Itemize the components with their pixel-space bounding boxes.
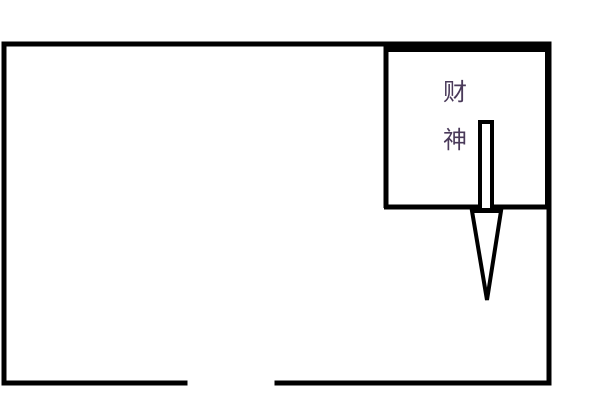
arrow-head bbox=[469, 209, 504, 301]
arrow-shaft bbox=[478, 120, 494, 212]
direction-arrow-icon bbox=[469, 120, 504, 301]
outer-walls bbox=[1, 41, 552, 386]
room-label-cai: 财 bbox=[443, 78, 467, 106]
room-label-shen: 神 bbox=[443, 126, 467, 154]
inner-room bbox=[383, 42, 551, 210]
outer-wall-left-top-right bbox=[1, 41, 552, 386]
